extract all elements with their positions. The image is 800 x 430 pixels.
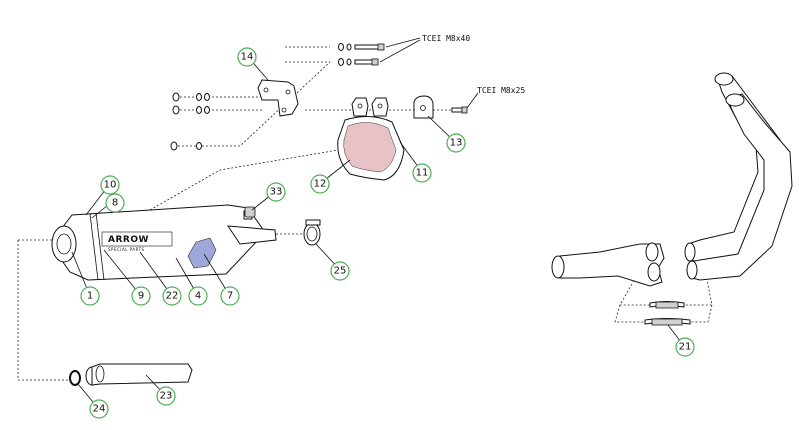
washer-part-13 — [413, 95, 434, 119]
svg-text:14: 14 — [241, 52, 254, 63]
callout-4: 4 — [188, 286, 208, 306]
callout-23: 23 — [156, 386, 176, 406]
callout-13: 13 — [446, 133, 466, 153]
svg-text:1: 1 — [87, 291, 93, 302]
svg-text:25: 25 — [334, 266, 347, 277]
callout-24: 24 — [89, 399, 109, 419]
svg-text:12: 12 — [314, 179, 327, 190]
callout-9: 9 — [131, 286, 151, 306]
callout-12: 12 — [310, 174, 330, 194]
clamp-part-25 — [303, 219, 321, 246]
callout-8: 8 — [105, 193, 125, 213]
svg-text:24: 24 — [93, 404, 106, 415]
callout-7: 7 — [220, 286, 240, 306]
y-pipe-junction — [551, 242, 665, 287]
svg-text:4: 4 — [195, 291, 201, 302]
svg-text:9: 9 — [138, 291, 144, 302]
svg-text:23: 23 — [160, 391, 173, 402]
callout-1: 1 — [80, 286, 100, 306]
note-tcei-m8x40: TCEI M8x40 — [422, 34, 470, 43]
leader-m8x40-a — [385, 37, 421, 48]
callout-21: 21 — [675, 337, 695, 357]
clamp-bracket-11 — [337, 97, 405, 181]
muffler-body: ARROW SPECIAL PARTS — [51, 204, 277, 281]
svg-text:7: 7 — [227, 291, 233, 302]
svg-text:10: 10 — [104, 180, 117, 191]
pipe-part-23 — [85, 363, 193, 386]
ring-part-24 — [69, 370, 81, 386]
callout-22: 22 — [162, 286, 182, 306]
bolt-m8x25 — [451, 106, 468, 114]
logo-subtitle: SPECIAL PARTS — [108, 247, 145, 252]
svg-text:21: 21 — [679, 342, 692, 353]
svg-text:11: 11 — [416, 168, 429, 179]
header-pipes-right — [684, 72, 793, 281]
svg-text:13: 13 — [450, 138, 463, 149]
svg-text:8: 8 — [112, 198, 118, 209]
callout-14: 14 — [237, 47, 257, 67]
washers-left — [170, 92, 210, 151]
callout-25: 25 — [330, 261, 350, 281]
leader-m8x25 — [466, 92, 479, 109]
svg-text:22: 22 — [166, 291, 179, 302]
springs-part-21 — [644, 301, 691, 326]
note-tcei-m8x25: TCEI M8x25 — [477, 86, 525, 95]
bolts-m8x40 — [338, 43, 385, 66]
svg-text:33: 33 — [270, 187, 283, 198]
callout-33: 33 — [266, 182, 286, 202]
logo-arrow: ARROW — [108, 235, 149, 245]
callout-10: 10 — [100, 175, 120, 195]
callout-11: 11 — [412, 163, 432, 183]
leader-m8x40-b — [379, 39, 421, 63]
bracket-part-14 — [257, 79, 299, 117]
